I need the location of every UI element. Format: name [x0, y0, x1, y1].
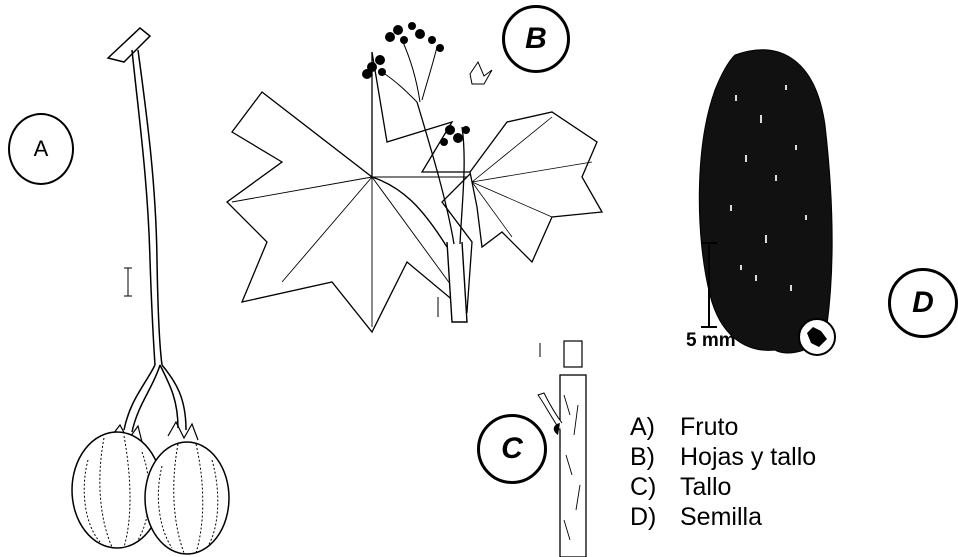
legend-item: A) Fruto: [630, 412, 930, 442]
legend-item: C) Tallo: [630, 472, 930, 502]
legend-key: B): [630, 442, 680, 472]
seed-drawing: [665, 35, 865, 365]
legend-key: D): [630, 502, 680, 532]
legend-text: Fruto: [680, 412, 738, 442]
seed-scale-label: 5 mm: [686, 330, 736, 352]
label-c-circle: C: [477, 414, 547, 484]
label-d-circle: D: [888, 268, 958, 338]
label-b-text: B: [525, 22, 547, 56]
panel-fruit-illustration: [20, 20, 235, 557]
label-c-text: C: [501, 432, 523, 466]
legend-text: Tallo: [680, 472, 731, 502]
legend-item: B) Hojas y tallo: [630, 442, 930, 472]
fruit-drawing: [20, 20, 235, 557]
legend: A) Fruto B) Hojas y tallo C) Tallo D) Se…: [630, 412, 930, 557]
label-a-text: A: [34, 136, 49, 162]
legend-text: Hojas y tallo: [680, 442, 816, 472]
legend-text: Semilla: [680, 502, 762, 532]
panel-seed-illustration: [665, 35, 865, 365]
label-a-circle: A: [8, 113, 74, 185]
label-d-text: D: [912, 286, 934, 320]
label-b-circle: B: [502, 5, 570, 73]
legend-key: A): [630, 412, 680, 442]
legend-key: C): [630, 472, 680, 502]
legend-item: D) Semilla: [630, 502, 930, 532]
